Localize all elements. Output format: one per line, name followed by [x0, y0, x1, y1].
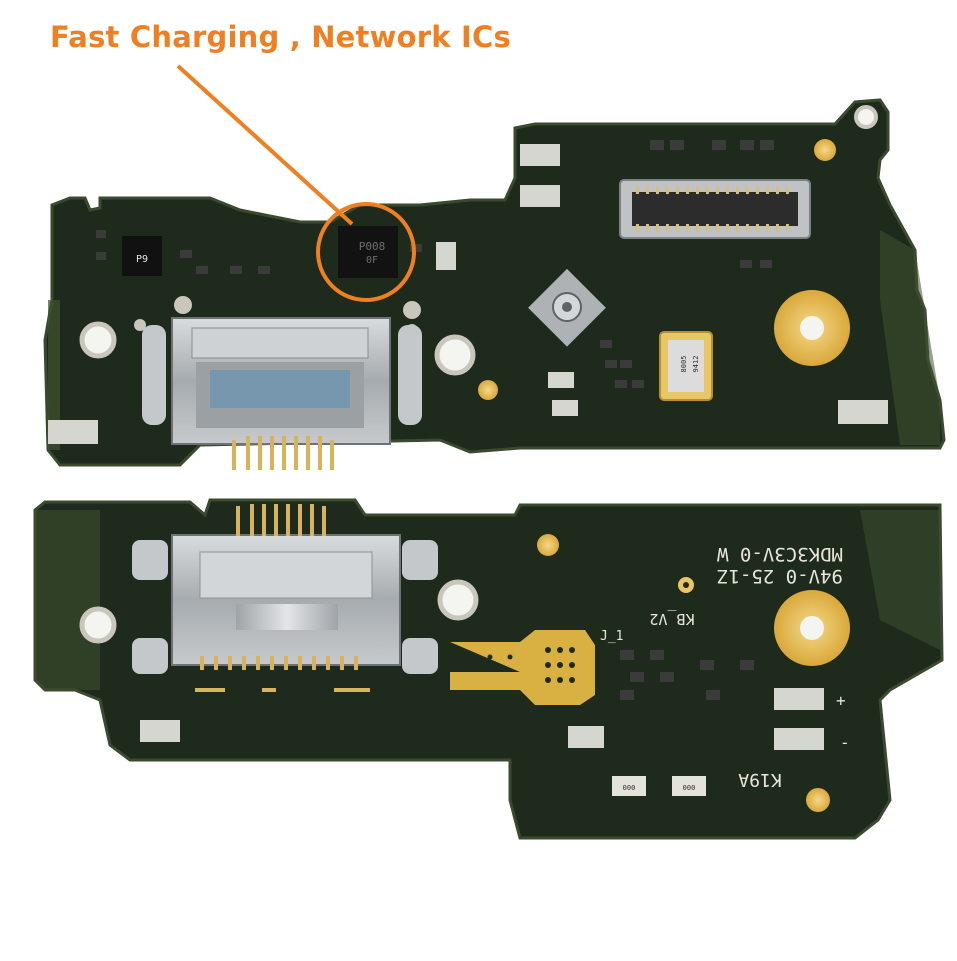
annotation-callout — [176, 64, 416, 302]
top-pcb-board: 8005 9412 P9 P008 0F — [43, 98, 946, 470]
callout-circle — [316, 202, 416, 302]
silkscreen-rating: 94V-0 25-1Z — [717, 565, 843, 587]
chip-marking-line1: P008 — [359, 240, 386, 253]
silkscreen-j1: J_1 — [600, 629, 623, 644]
side-chip-marking: P9 — [136, 254, 148, 265]
resistor-2-marking: 000 — [683, 784, 696, 792]
silkscreen-kb-label: KB_V2 — [649, 610, 694, 628]
chip-marking-line2: 0F — [366, 255, 378, 266]
annotation-label: Fast Charging , Network ICs — [50, 20, 511, 54]
silkscreen-minus: - — [840, 733, 850, 752]
silkscreen-model: K19A — [738, 769, 782, 790]
resistor-1-marking: 000 — [623, 784, 636, 792]
silkscreen-part-number: MDK3C3V-0 W — [717, 543, 843, 565]
oscillator-marking-2: 9412 — [692, 356, 700, 373]
oscillator-marking-1: 8005 — [680, 356, 688, 373]
bottom-pcb-board: 000 000 94V-0 25-1Z MDK3C3V-0 W KB_V2 K1… — [33, 498, 944, 840]
silkscreen-plus: + — [836, 691, 846, 710]
callout-arrow-line — [176, 64, 354, 226]
